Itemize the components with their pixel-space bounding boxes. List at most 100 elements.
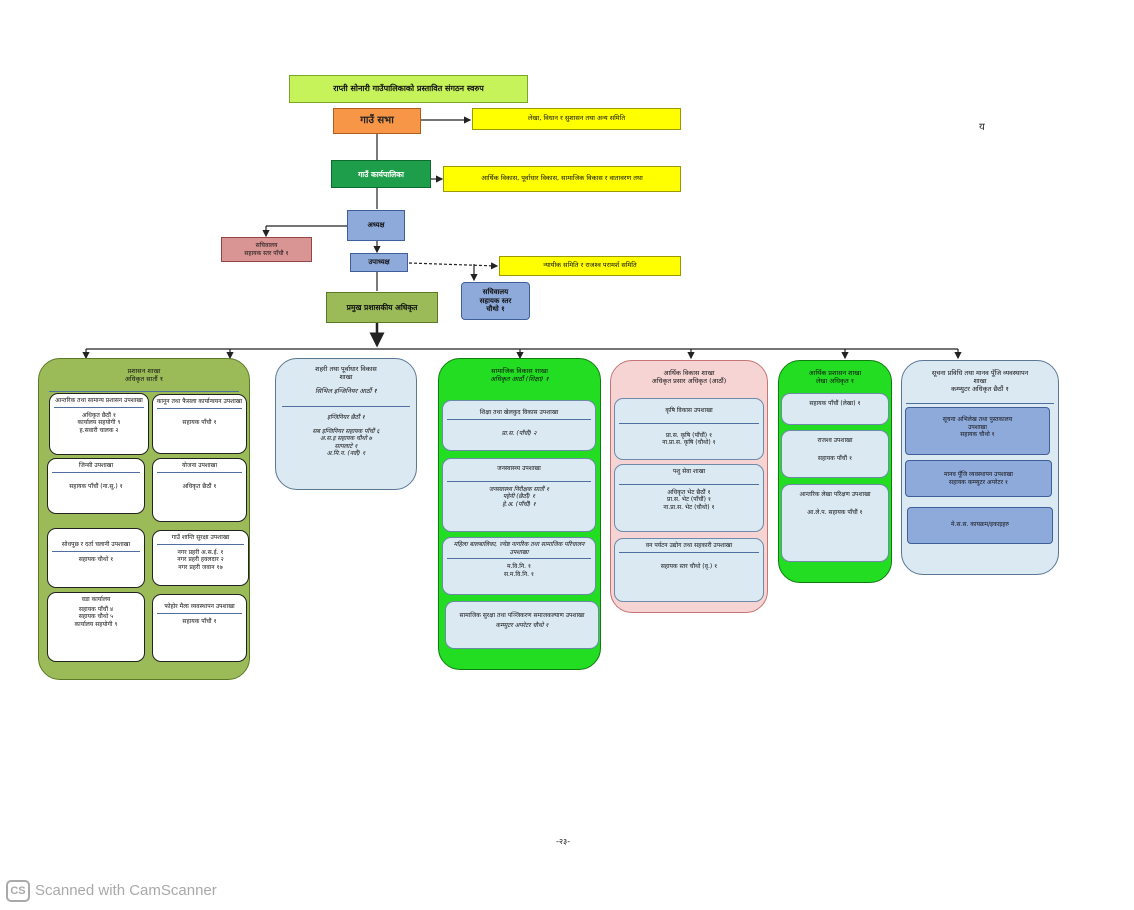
dept-urban-title: शहरी तथा पूर्वाधार विकास शाखा सिभिल इन्ज… xyxy=(276,365,416,395)
unit-body: मानव पूँजि व्यवस्थापन उपशाखा सहायक कम्प्… xyxy=(906,461,1051,488)
unit-body: अधिकृत छैठौं १ xyxy=(182,482,217,490)
unit-title: सोधपुछ र दर्ता चलानी उपशाखा xyxy=(61,541,131,548)
unit-line: सहायक चौथो ५ xyxy=(78,613,114,620)
unit-body: आ.ले.प. सहायक पाँचौं १ xyxy=(807,508,863,516)
dept-admin-subtitle: अधिकृत सातौं १ xyxy=(124,375,164,384)
unit-body: सूचना अभिलेख तथा पुस्तकालय उपशाखा सहायक … xyxy=(906,408,1049,441)
unit-title: वन पर्यटन उद्योग तथा सहकारी उपशाखा xyxy=(645,542,733,549)
unit-title: आन्तरिक तथा सामान्य प्रशासन उपशाखा xyxy=(55,397,143,404)
unit-body: म.वि.नि. १ स.म.वि.नि. १ xyxy=(443,559,595,580)
dept-economic-title-text: आर्थिक विकास शाखा xyxy=(663,369,715,377)
unit-line: उपशाखा xyxy=(968,423,987,431)
secretariat-left-line1: सचिवालय xyxy=(255,242,278,250)
divider xyxy=(447,558,591,559)
divider xyxy=(282,406,410,407)
unit-line: मानव पूँजि व्यवस्थापन उपशाखा xyxy=(944,471,1013,478)
unit-body: कम्प्युटर अपरेटर चौथो १ xyxy=(495,621,549,629)
unit-line: म.वि.नि. १ xyxy=(506,563,532,570)
unit-line: ना.प्रा.स. कृषि (चौथो) १ xyxy=(662,439,716,446)
unit-body: सहायक पाँचौं १ xyxy=(182,617,217,625)
divider xyxy=(906,403,1054,404)
dept-finance-title-text: आर्थिक प्रशासन शाखा xyxy=(808,369,862,377)
unit-title: शिक्षा तथा खेलकुद विकास उपशाखा xyxy=(479,409,559,416)
staff-line: अ.स.इ सहायक चौथो ७ xyxy=(320,435,372,442)
page-number: -२३- xyxy=(556,837,571,846)
unit-body: सहायक पाँचौं १ xyxy=(817,454,853,462)
unit-body: अधिकृत छैठौं १ कार्यालय सहयोगी ९ ह.सवारी… xyxy=(50,408,148,437)
unit-line: नगर प्रहरी जवान १७ xyxy=(178,563,223,571)
dept-social-subtitle: अधिकृत आठौं (शिक्षा) १ xyxy=(490,375,549,384)
unit-line: कार्यालय सहयोगी ९ xyxy=(77,419,121,426)
dept-admin-title: प्रशासन शाखा अधिकृत सातौं १ xyxy=(39,367,249,383)
staff-line: अ.मि.न. (नवौं) १ xyxy=(326,450,366,457)
divider xyxy=(49,391,239,392)
dept-finance-subtitle: लेखा अधिकृत १ xyxy=(815,377,855,386)
admin-unit-waste: फोहोर मैला व्यवस्थापन उपशाखा सहायक पाँचौ… xyxy=(152,594,247,662)
unit-title: सामाजिक सुरक्षा तथा पञ्जिकरण समाजकल्याण … xyxy=(459,612,585,619)
it-unit-human-capital: मानव पूँजि व्यवस्थापन उपशाखा सहायक कम्प्… xyxy=(905,460,1052,497)
divider xyxy=(157,543,244,545)
divider xyxy=(619,422,759,424)
economic-unit-livestock: पशु सेवा शाखा अधिकृत भेट छैठौं १ प्रा.स.… xyxy=(614,464,764,532)
unit-title: वडा कार्यालय xyxy=(81,596,111,603)
unit-body: सहायक चौथो १ xyxy=(78,555,114,563)
unit-line: अधिकृत छैठौं १ xyxy=(81,411,117,419)
unit-line: पहेनी (छैठौं) १ xyxy=(502,493,536,500)
unit-body: प्रा.स. (पाँचौं) २ xyxy=(501,429,537,437)
dept-it-subtitle: कम्प्युटर अधिकृत छैठौं १ xyxy=(951,385,1009,394)
unit-body: सहायक पाँचौं (लेखा) १ xyxy=(809,400,861,407)
camscanner-watermark: Scanned with CamScanner xyxy=(35,882,217,899)
dept-economic-subtitle: अधिकृत प्रसार अधिकृत (आठौं) xyxy=(651,377,727,386)
staff-line: सापलाटे १ xyxy=(334,442,358,450)
dept-it-title-text: सूचना प्रविधि तथा मानव पूँजि व्यवस्थापन xyxy=(931,369,1029,377)
unit-line: सहायक पाँचौं ४ xyxy=(78,605,114,613)
unit-line: सहायक कम्प्युटर अपरेटर १ xyxy=(949,478,1008,486)
dept-it-title-line2: शाखा xyxy=(973,377,987,386)
admin-unit-registry: सोधपुछ र दर्ता चलानी उपशाखा सहायक चौथो १ xyxy=(47,528,145,588)
secretariat-right-box: सचिवालय सहायक स्तर चौथो १ xyxy=(461,282,530,320)
dept-social-title: सामाजिक विकास शाखा अधिकृत आठौं (शिक्षा) … xyxy=(439,367,600,383)
unit-line: अधिकृत भेट छैठौं १ xyxy=(667,488,711,496)
secretariat-left-line2: सहायक स्तर पाँचौ १ xyxy=(244,249,289,257)
unit-line: स.म.वि.नि. १ xyxy=(503,570,535,578)
unit-title: गाउँ शान्ति सुरक्षा उपशाखा xyxy=(171,534,230,541)
dept-admin-title-text: प्रशासन शाखा xyxy=(127,367,161,375)
secretariat-right-line1: सचिवालय xyxy=(482,288,509,297)
adhyaksha-box: अध्यक्ष xyxy=(347,210,405,241)
dept-finance-title: आर्थिक प्रशासन शाखा लेखा अधिकृत १ xyxy=(779,369,891,385)
sabha-committee-box: लेखा, विधान र सुशासन तथा अन्य समिति xyxy=(472,108,681,130)
gaun-karyapalika-box: गाउँ कार्यपालिका xyxy=(331,160,431,188)
unit-title: राजश्व उपशाखा xyxy=(817,437,853,444)
dept-it-title: सूचना प्रविधि तथा मानव पूँजि व्यवस्थापन … xyxy=(902,369,1058,393)
unit-body: जनस्वास्थ्य निरीक्षक सातौं १ पहेनी (छैठौ… xyxy=(443,482,595,511)
it-unit-records-library: सूचना अभिलेख तथा पुस्तकालय उपशाखा सहायक … xyxy=(905,407,1050,455)
unit-title: जिन्सी उपशाखा xyxy=(78,462,114,469)
divider xyxy=(157,407,242,409)
unit-body: प्रा.स. कृषि (पाँचौं) १ ना.प्रा.स. कृषि … xyxy=(615,424,763,449)
it-unit-programs: मे.स.स. कायक्रम/इकाइहरु xyxy=(907,507,1053,544)
dept-social-title-text: सामाजिक विकास शाखा xyxy=(491,367,548,375)
unit-title: पशु सेवा शाखा xyxy=(672,468,706,475)
unit-line: सूचना अभिलेख तथा पुस्तकालय xyxy=(942,416,1013,423)
divider xyxy=(52,471,140,473)
social-unit-education: शिक्षा तथा खेलकुद विकास उपशाखा प्रा.स. (… xyxy=(442,400,596,451)
divider xyxy=(619,551,759,553)
unit-title: कृषि विकास उपशाखा xyxy=(665,407,713,414)
social-unit-women-children: महिला बालबालिका, ज्येष्ठ नागरिक तथा सामा… xyxy=(442,537,596,595)
economic-unit-forest-tourism: वन पर्यटन उद्योग तथा सहकारी उपशाखा सहायक… xyxy=(614,538,764,602)
divider xyxy=(54,406,144,408)
dept-urban-subtitle: सिभिल इन्जिनियर आठौं १ xyxy=(315,387,377,396)
divider xyxy=(157,612,242,614)
unit-line: ना.प्रा.स. भेट (चौथो) १ xyxy=(663,503,715,511)
dept-urban-title-line2: शाखा xyxy=(339,373,353,382)
staff-line: इन्जिनियर छैठौं १ xyxy=(327,414,365,421)
social-unit-health: जनस्वास्थ्य उपशाखा जनस्वास्थ्य निरीक्षक … xyxy=(442,458,596,532)
secretariat-right-line2: सहायक स्तर xyxy=(479,296,512,305)
admin-unit-internal: आन्तरिक तथा सामान्य प्रशासन उपशाखा अधिकृ… xyxy=(49,393,149,455)
cao-box: प्रमुख प्रशासकीय अधिकृत xyxy=(326,292,438,323)
admin-unit-planning: योजना उपशाखा अधिकृत छैठौं १ xyxy=(152,458,247,522)
unit-body: मे.स.स. कायक्रम/इकाइहरु xyxy=(950,521,1010,528)
divider xyxy=(52,550,140,552)
unit-title: महिला बालबालिका, ज्येष्ठ नागरिक तथा सामा… xyxy=(453,541,585,556)
